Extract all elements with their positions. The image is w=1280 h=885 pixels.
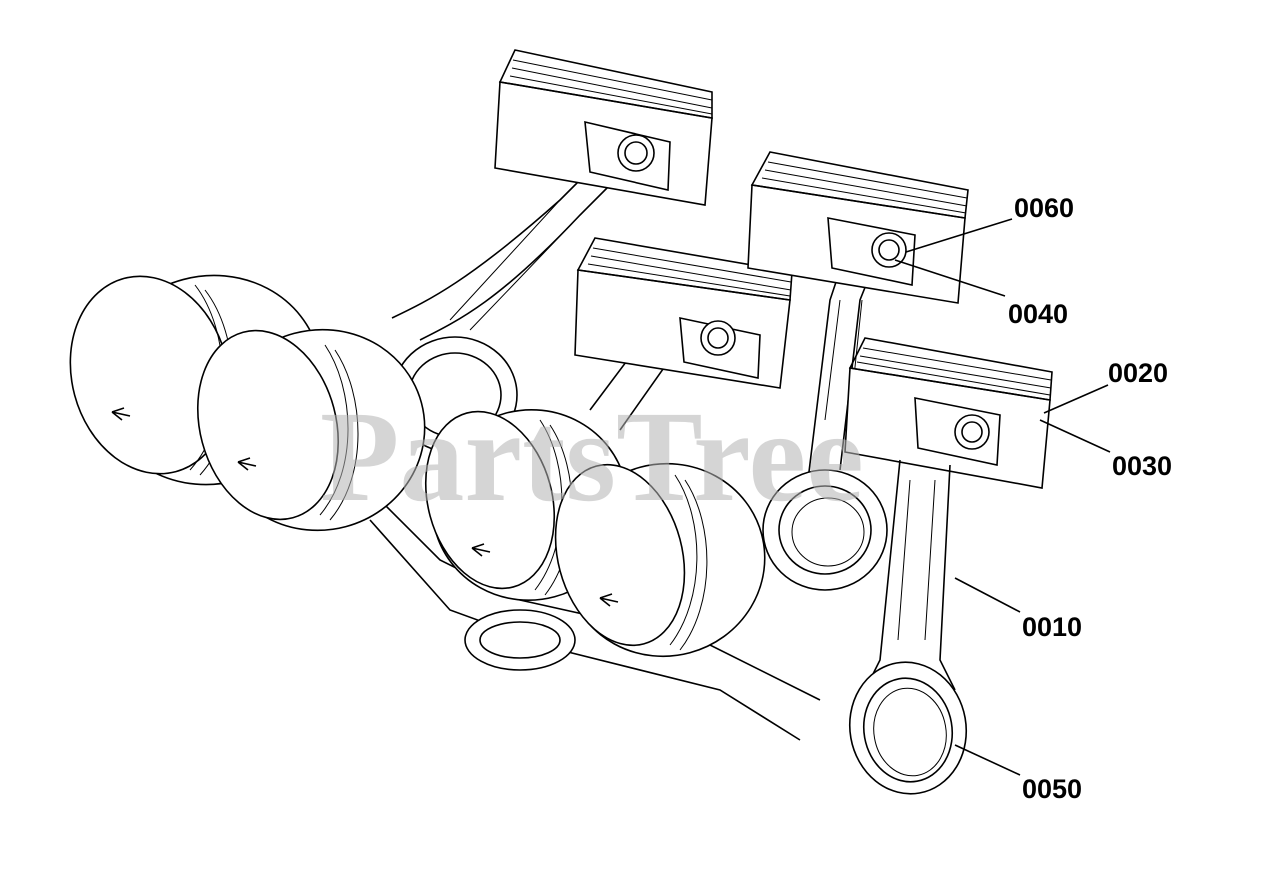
piston-upright-b [574,237,793,431]
leader-0060 [905,218,1013,253]
callout-0050[interactable]: 0050 [1022,774,1082,804]
callout-0010[interactable]: 0010 [1022,612,1082,642]
callout-0030[interactable]: 0030 [1112,451,1172,481]
piston-upright-a [391,49,713,341]
leader-0010 [954,577,1021,613]
leader-0040 [894,259,1006,297]
leader-0030 [1039,419,1111,453]
leader-0020 [1043,384,1109,414]
connecting-rod-main [848,459,968,795]
callout-0040[interactable]: 0040 [1008,299,1068,329]
piston-crown-4 [554,462,766,658]
callout-0020[interactable]: 0020 [1108,358,1168,388]
watermark-text: PartsTree [320,385,864,529]
piston-upright-c [747,151,969,481]
callout-0060[interactable]: 0060 [1014,193,1074,223]
leader-lines [894,218,1111,776]
leader-0050 [954,744,1021,776]
piston-crown-2 [196,328,426,532]
piston-upright-d [844,337,1053,489]
